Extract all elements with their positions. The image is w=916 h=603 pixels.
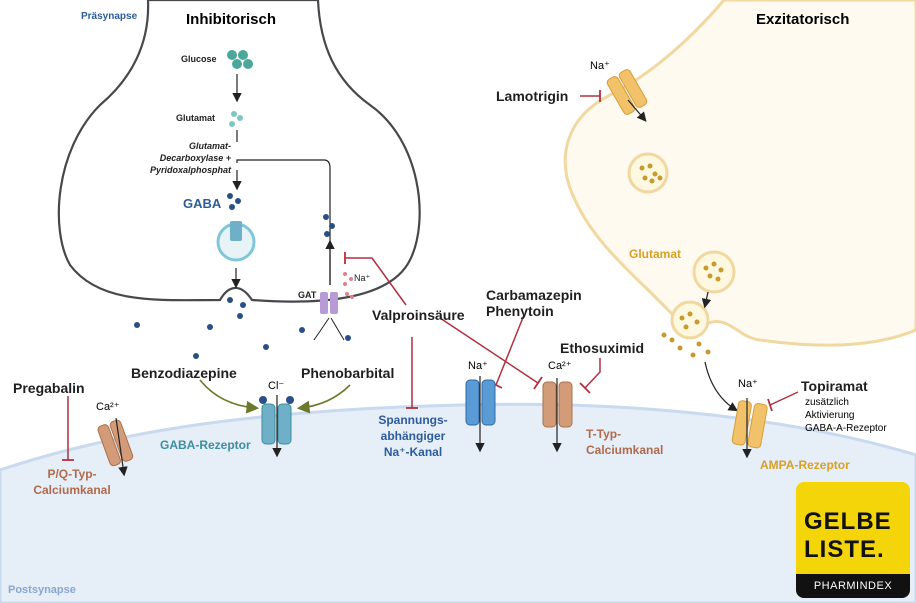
gat-label: GAT	[298, 290, 317, 300]
gelbe-liste-logo: GELBE LISTE. PHARMINDEX	[796, 482, 910, 598]
valproinsaeure-label: Valproinsäure	[372, 307, 465, 323]
glucose-label: Glucose	[181, 54, 217, 64]
postsynapse-membrane	[0, 402, 916, 603]
pq-channel-label-1: P/Q-Typ-	[47, 467, 97, 481]
na-ion-presynaptic: Na⁺	[590, 60, 610, 72]
topiramat-label: Topiramat	[801, 378, 868, 394]
t-type-calcium-channel	[542, 381, 573, 428]
ethosuximid-label: Ethosuximid	[560, 340, 645, 356]
phenobarbital-label: Phenobarbital	[301, 365, 395, 381]
enzyme-line-1: Glutamat-	[188, 141, 231, 151]
enzyme-line-3: Pyridoxalphosphat	[149, 165, 231, 175]
gaba-a-receptor	[259, 396, 294, 445]
logo-line-1: GELBE	[804, 508, 892, 535]
topiramat-note-3: GABA-A-Rezeptor	[805, 423, 887, 434]
ttype-channel-label-2: Calciumkanal	[586, 443, 664, 457]
benzodiazepine-label: Benzodiazepine	[131, 365, 237, 381]
glutamate-label: Glutamat	[176, 113, 216, 123]
gaba-vesicle	[216, 221, 256, 262]
carbamazepin-label: Carbamazepin	[486, 287, 582, 303]
ttype-channel-label-1: T-Typ-	[586, 427, 622, 441]
lamotrigin-label: Lamotrigin	[496, 88, 569, 104]
gaba-label: GABA	[183, 196, 222, 211]
presynaptic-na-channel	[606, 69, 648, 115]
enzyme-line-2: Decarboxylase +	[159, 153, 231, 163]
ca-ion-pq: Ca²⁺	[96, 401, 120, 413]
glucose-molecules	[227, 50, 253, 69]
gat-transporter	[320, 292, 338, 314]
glutamate-excitatory-label: Glutamat	[629, 247, 682, 261]
na-channel-label-3: Na⁺-Kanal	[383, 445, 443, 459]
na-ion-channel: Na⁺	[468, 360, 488, 372]
topiramat-note-2: Aktivierung	[805, 410, 855, 421]
excitatory-title: Exzitatorisch	[756, 11, 850, 28]
glutamate-molecules	[229, 111, 243, 127]
inhibitory-title: Inhibitorisch	[186, 11, 276, 28]
postsynapse-label: Postsynapse	[8, 584, 76, 596]
excitatory-presynapse	[563, 0, 916, 347]
presynapse-label: Präsynapse	[81, 11, 138, 22]
ca-ion-ttype: Ca²⁺	[548, 360, 572, 372]
na-channel-label-1: Spannungs-	[378, 413, 448, 427]
na-channel-label-2: abhängiger	[380, 429, 446, 443]
logo-subtitle: PHARMINDEX	[796, 574, 910, 598]
na-ion-ampa: Na⁺	[738, 378, 758, 390]
logo-line-2: LISTE.	[804, 536, 885, 563]
ampa-receptor-label: AMPA-Rezeptor	[760, 458, 850, 472]
pregabalin-label: Pregabalin	[13, 380, 85, 396]
pq-channel-label-2: Calciumkanal	[33, 483, 111, 497]
glutamate-vesicles	[627, 152, 736, 340]
topiramat-note-1: zusätzlich	[805, 397, 849, 408]
gat-na-label: Na⁺	[354, 273, 371, 283]
voltage-gated-na-channel	[465, 379, 496, 426]
gaba-receptor-label: GABA-Rezeptor	[160, 438, 251, 452]
cl-ion-gaba: Cl⁻	[268, 380, 285, 392]
pq-calcium-channel	[97, 419, 134, 467]
phenytoin-label: Phenytoin	[486, 303, 554, 319]
